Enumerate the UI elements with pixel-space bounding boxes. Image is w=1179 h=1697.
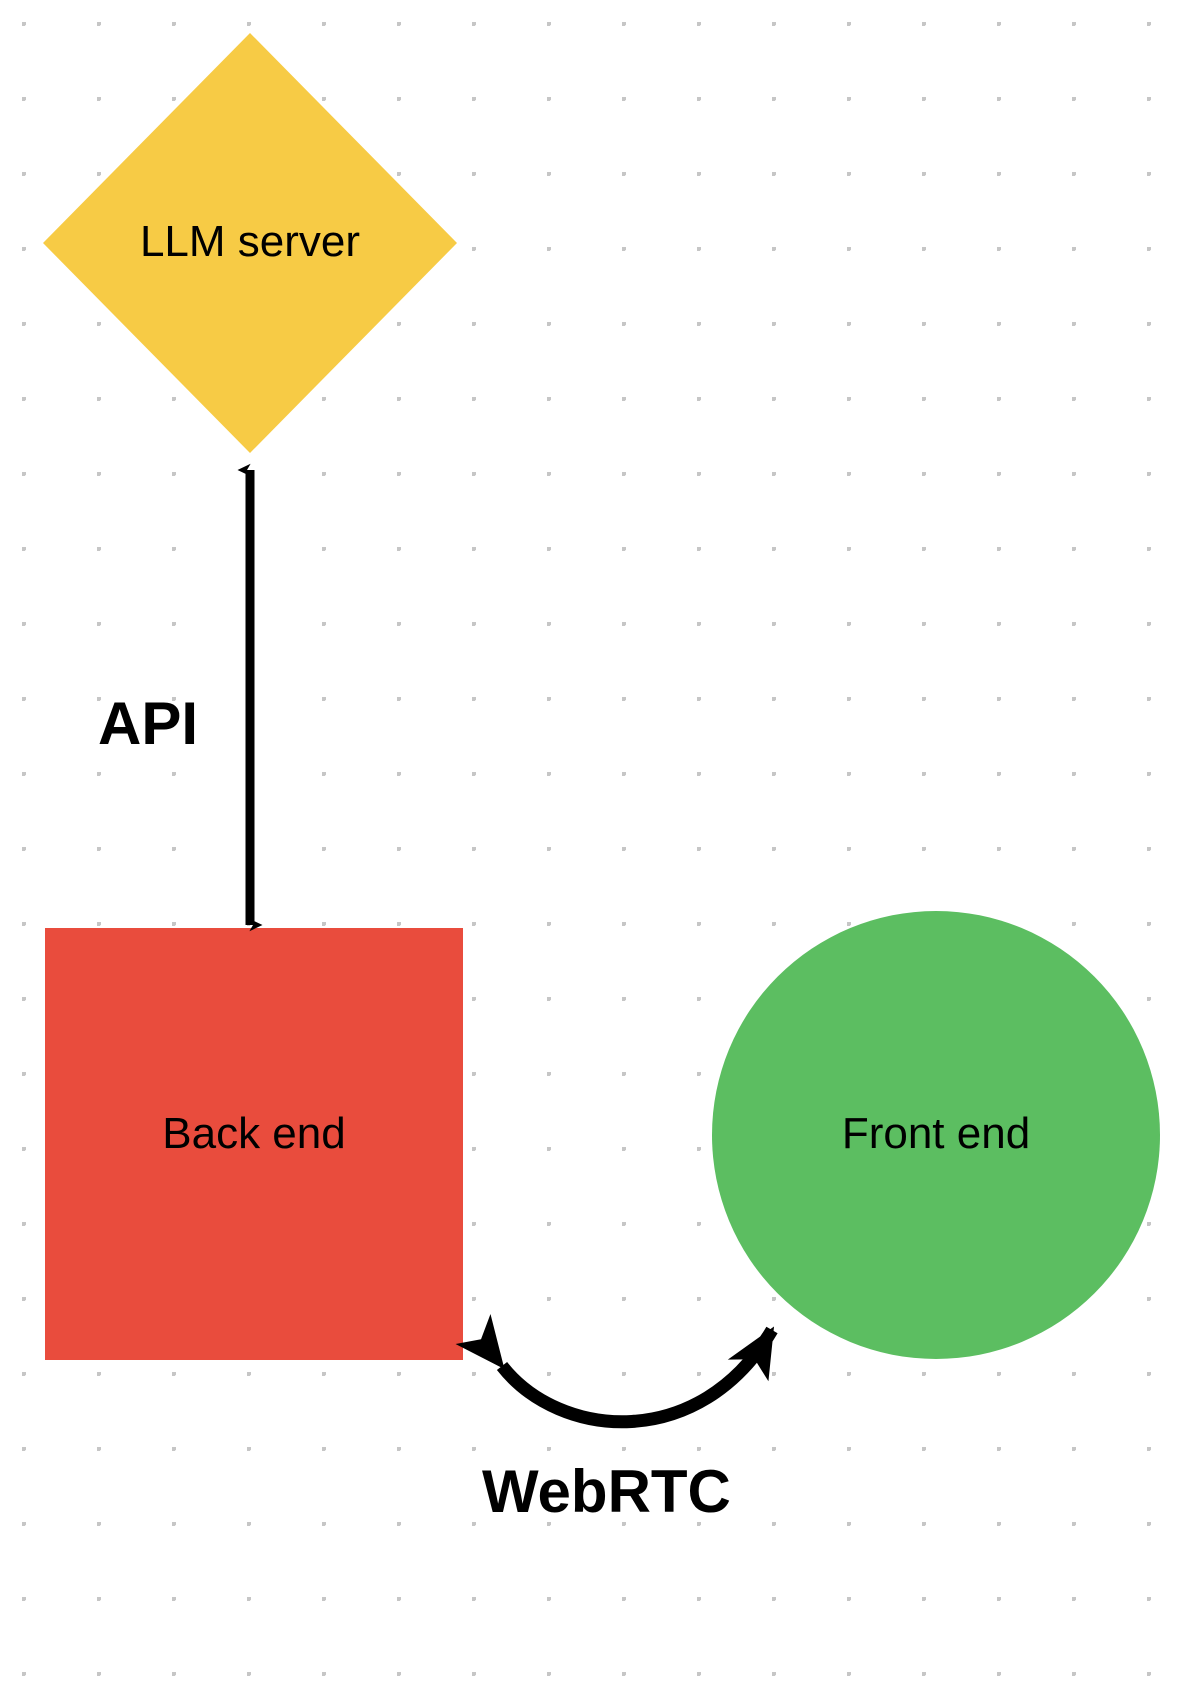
edge-api-label: API (98, 690, 199, 757)
edge-webrtc-label: WebRTC (482, 1458, 731, 1525)
node-front-end-shape[interactable] (712, 911, 1160, 1359)
node-llm-server-shape[interactable] (43, 33, 457, 453)
node-back-end-shape[interactable] (45, 928, 463, 1360)
edge-webrtc-connector[interactable] (455, 1314, 778, 1429)
